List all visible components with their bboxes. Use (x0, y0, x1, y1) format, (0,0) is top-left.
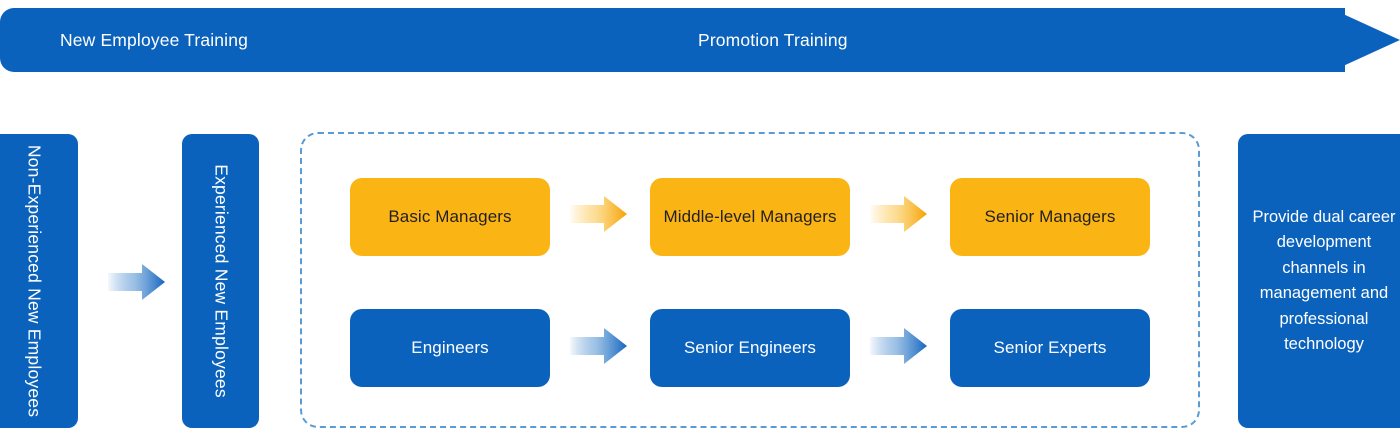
node-senior-experts[interactable]: Senior Experts (950, 309, 1150, 387)
stage-box-experienced-new-employees: Experienced New Employees (182, 134, 259, 428)
stage-label-experienced-new-employees: Experienced New Employees (211, 164, 231, 398)
banner-body (0, 8, 1345, 72)
banner-label-promotion-training: Promotion Training (698, 30, 848, 50)
node-senior-engineers[interactable]: Senior Engineers (650, 309, 850, 387)
right-arrow-icon-intake (108, 262, 166, 302)
node-engineers[interactable]: Engineers (350, 309, 550, 387)
right-arrow-icon-technical-2 (870, 326, 928, 366)
banner-arrow-point-icon (1330, 8, 1400, 72)
node-basic-managers[interactable]: Basic Managers (350, 178, 550, 256)
right-arrow-icon-management-1 (570, 194, 628, 234)
banner-label-new-employee-training: New Employee Training (60, 30, 248, 50)
node-senior-managers[interactable]: Senior Managers (950, 178, 1150, 256)
stage-label-non-experienced-new-employees: Non-Experienced New Employees (24, 144, 45, 418)
outcome-label: Provide dual career development channels… (1252, 207, 1396, 354)
right-arrow-icon-technical-1 (570, 326, 628, 366)
stage-box-non-experienced-new-employees: Non-Experienced New Employees (0, 134, 78, 428)
promotion-track-group-container (300, 132, 1200, 428)
outcome-box-dual-career-channels: Provide dual career development channels… (1238, 134, 1400, 428)
right-arrow-icon-management-2 (870, 194, 928, 234)
node-middle-level-managers[interactable]: Middle-level Managers (650, 178, 850, 256)
training-phase-banner: New Employee Training Promotion Training (0, 8, 1400, 72)
